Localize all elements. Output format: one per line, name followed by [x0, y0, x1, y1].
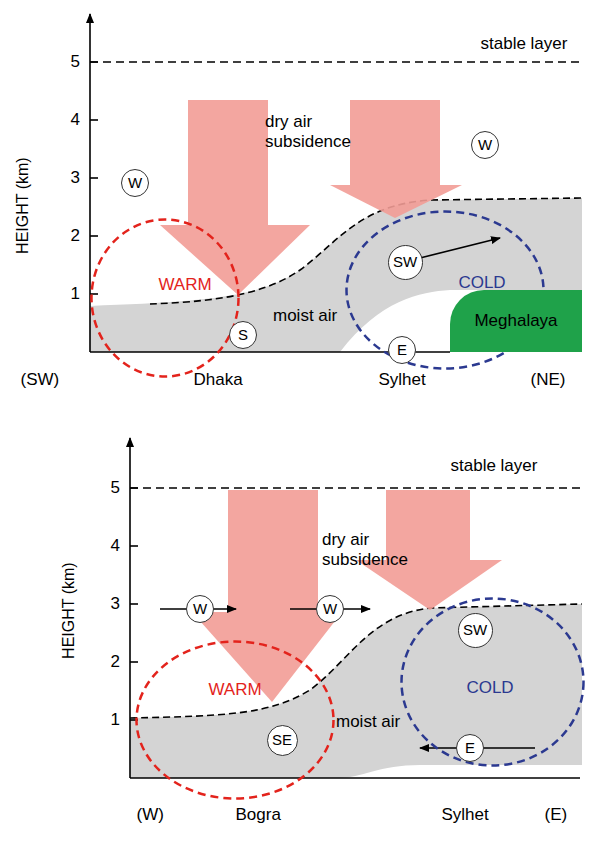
label: 5	[111, 478, 120, 498]
node-text: S	[238, 326, 248, 343]
node-text: SW	[463, 621, 487, 638]
node-text: Meghalaya	[474, 311, 557, 331]
wind-circle: S	[229, 321, 257, 349]
label: 4	[71, 110, 80, 130]
wind-circle: SW	[388, 245, 423, 280]
node-text: WARM	[158, 275, 211, 295]
axis-ticks	[130, 488, 138, 720]
label: 3	[71, 168, 80, 188]
wind-circle: E	[456, 734, 484, 762]
node-text: W	[478, 136, 492, 153]
air-mass-ellipse: WARM SE	[135, 640, 335, 800]
x-axis	[130, 777, 580, 779]
wind-arrow	[420, 238, 500, 258]
terrain-block: Meghalaya	[450, 290, 582, 352]
label: 2	[71, 226, 80, 246]
ellipse-outline	[135, 640, 335, 800]
node-text: SE	[272, 731, 292, 748]
label: 1	[111, 710, 120, 730]
node-text: E	[465, 739, 475, 756]
wind-circle: E	[388, 336, 416, 364]
stable-layer-line	[90, 61, 582, 63]
node-text: W	[323, 600, 337, 617]
axis-ticks	[90, 62, 98, 294]
node-text: SW	[393, 253, 417, 270]
label: Dhaka	[194, 370, 243, 390]
label: (NE)	[531, 370, 566, 390]
label: moist air	[336, 712, 400, 732]
label: (SW)	[21, 370, 60, 390]
label: stable layer	[451, 456, 538, 476]
wind-circle: SW	[458, 613, 493, 648]
moist-air-band	[90, 198, 582, 352]
label: 5	[71, 52, 80, 72]
air-mass-ellipse: WARM	[90, 218, 240, 378]
moist-air-band	[130, 604, 582, 778]
label: Sylhet	[379, 370, 426, 390]
label: 4	[111, 536, 120, 556]
wind-circle: W	[121, 169, 149, 197]
axis-title: HEIGHT (km)	[58, 562, 77, 659]
axis-title: HEIGHT (km)	[12, 157, 31, 254]
node-text: WARM	[208, 680, 261, 700]
label: stable layer	[481, 34, 568, 54]
node-text: W	[193, 600, 207, 617]
wind-circle: SE	[267, 725, 298, 756]
subsidence-arrow	[192, 490, 342, 702]
y-axis	[129, 438, 131, 778]
label: 3	[111, 594, 120, 614]
label: 2	[111, 652, 120, 672]
node-text: E	[397, 341, 407, 358]
node-text: COLD	[466, 678, 513, 698]
wind-circle: W	[471, 131, 499, 159]
label: Bogra	[236, 805, 281, 825]
node-text: W	[128, 174, 142, 191]
label: 1	[71, 284, 80, 304]
wind-circle: W	[316, 595, 344, 623]
label: (W)	[137, 805, 164, 825]
subsidence-arrow	[330, 100, 462, 218]
label: dry air subsidence	[322, 530, 422, 571]
wind-circle: W	[186, 595, 214, 623]
label: dry air subsidence	[265, 112, 365, 153]
air-mass-ellipse: COLD SW E	[400, 597, 585, 767]
label: (E)	[545, 805, 568, 825]
label: moist air	[273, 306, 337, 326]
stable-layer-line	[130, 487, 582, 489]
label: Sylhet	[442, 805, 489, 825]
ellipse-outline	[90, 218, 240, 378]
